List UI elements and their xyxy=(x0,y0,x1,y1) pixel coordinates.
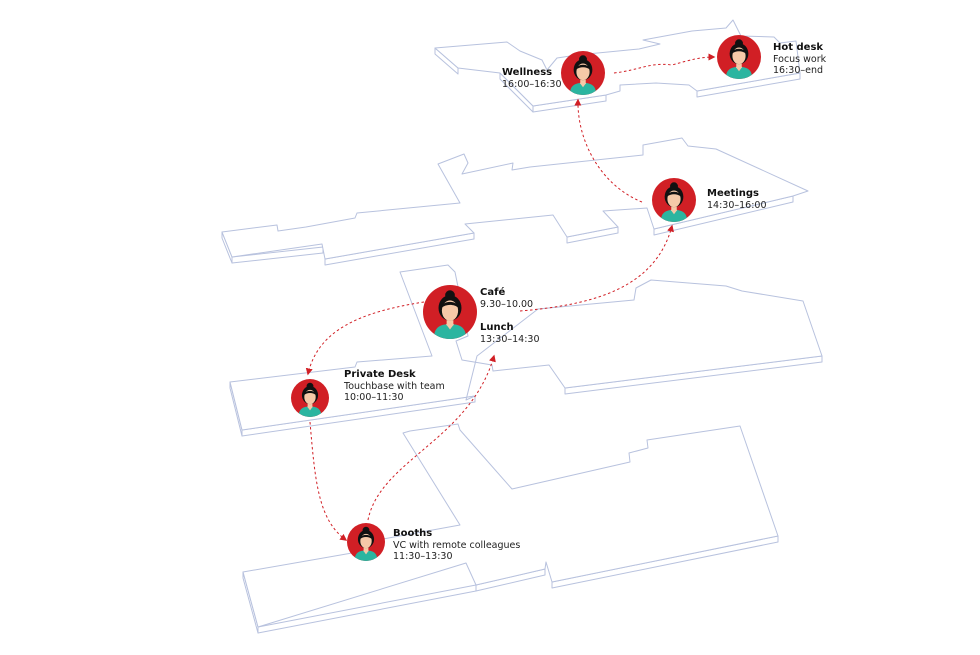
stop-time: 16:30–end xyxy=(773,65,824,76)
floor-1-plan xyxy=(242,423,779,634)
stop-title: Private Desk xyxy=(344,369,416,380)
stop-activity: VC with remote colleagues xyxy=(393,539,521,551)
person-avatar-icon-cafe xyxy=(423,285,477,339)
stop-time: 10:00–11:30 xyxy=(344,392,404,403)
stop-label-wellness: Wellness 16:00–16:30 xyxy=(502,67,562,90)
path-cafe-to-private-desk xyxy=(305,301,425,376)
path-wellness-to-hot-desk xyxy=(613,53,716,74)
stop-time: 11:30–13:30 xyxy=(393,551,453,562)
floor-2-plan xyxy=(229,264,823,437)
stop-time: 14:30–16:00 xyxy=(707,199,767,211)
floor-3-plan xyxy=(221,137,809,266)
stop-time: 16:00–16:30 xyxy=(502,78,562,90)
person-avatar-icon-booths xyxy=(347,523,385,561)
stop-title: Wellness xyxy=(502,67,553,78)
person-avatar-icon-hot-desk xyxy=(717,35,761,79)
stop-time: 9.30–10.00 xyxy=(480,298,534,310)
stop-title: Meetings xyxy=(707,188,759,199)
person-avatar-icon-private-desk xyxy=(291,379,329,417)
stop-label-hot-desk: Hot desk Focus work 16:30–end xyxy=(773,42,826,77)
stop-title: Lunch xyxy=(480,322,514,333)
stop-time: 13:30–14:30 xyxy=(480,333,540,345)
path-meetings-to-wellness xyxy=(574,98,643,203)
path-private-desk-to-booths xyxy=(309,421,348,541)
stop-title: Café xyxy=(480,287,506,298)
stop-label-booths: Booths VC with remote colleagues 11:30–1… xyxy=(393,528,520,563)
stop-label-cafe: Café 9.30–10.00 xyxy=(480,287,533,310)
person-avatar-icon-meetings xyxy=(652,178,696,222)
stop-title: Booths xyxy=(393,528,433,539)
stop-activity: Touchbase with team xyxy=(344,380,445,392)
person-avatar-icon-wellness xyxy=(561,51,605,95)
path-booths-to-lunch xyxy=(367,354,496,521)
stop-label-lunch: Lunch 13:30–14:30 xyxy=(480,322,540,345)
stop-title: Hot desk xyxy=(773,42,824,53)
stop-label-meetings: Meetings 14:30–16:00 xyxy=(707,188,767,211)
route-paths xyxy=(305,53,716,541)
floor-4-plan xyxy=(434,19,801,113)
stop-label-private-desk: Private Desk Touchbase with team 10:00–1… xyxy=(344,369,445,404)
path-lunch-to-meetings xyxy=(519,224,674,312)
stop-activity: Focus work xyxy=(773,53,827,65)
